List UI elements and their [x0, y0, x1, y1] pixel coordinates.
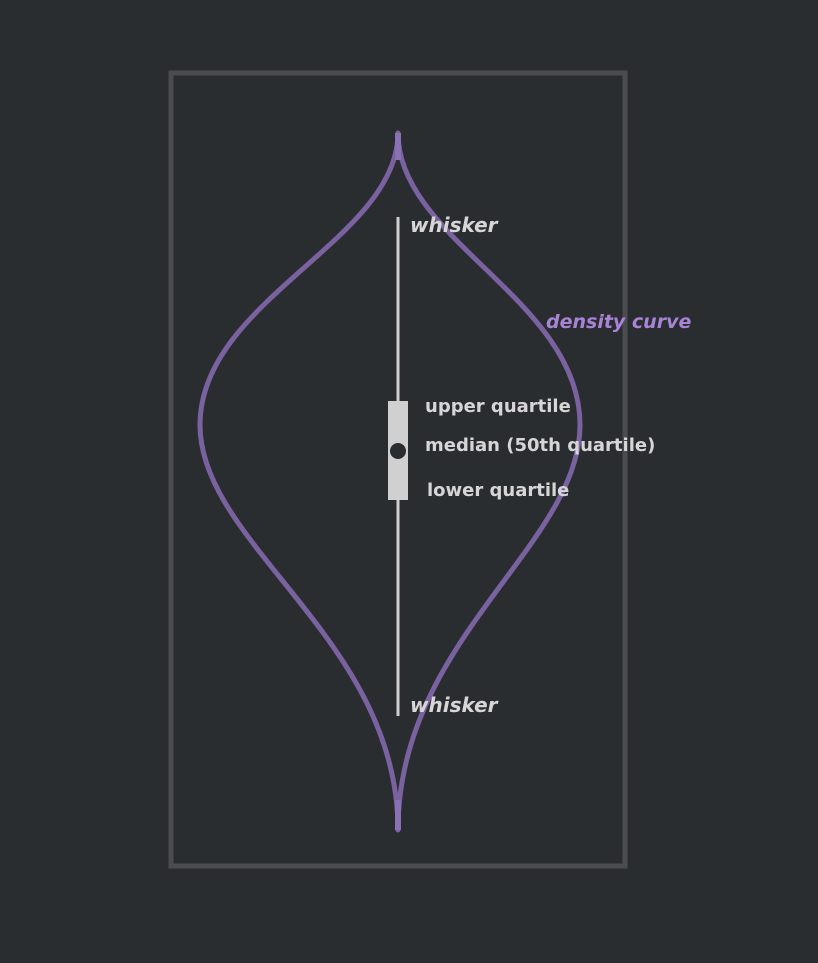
- whisker-top-label: whisker: [410, 213, 499, 237]
- whisker-bottom-label: whisker: [410, 693, 499, 717]
- plot-frame: [168, 70, 628, 869]
- upper-quartile-label: upper quartile: [425, 396, 571, 417]
- median-label: median (50th quartile): [425, 435, 655, 456]
- density-curve-label: density curve: [546, 311, 691, 333]
- median-dot: [390, 443, 406, 459]
- lower-quartile-label: lower quartile: [427, 480, 569, 501]
